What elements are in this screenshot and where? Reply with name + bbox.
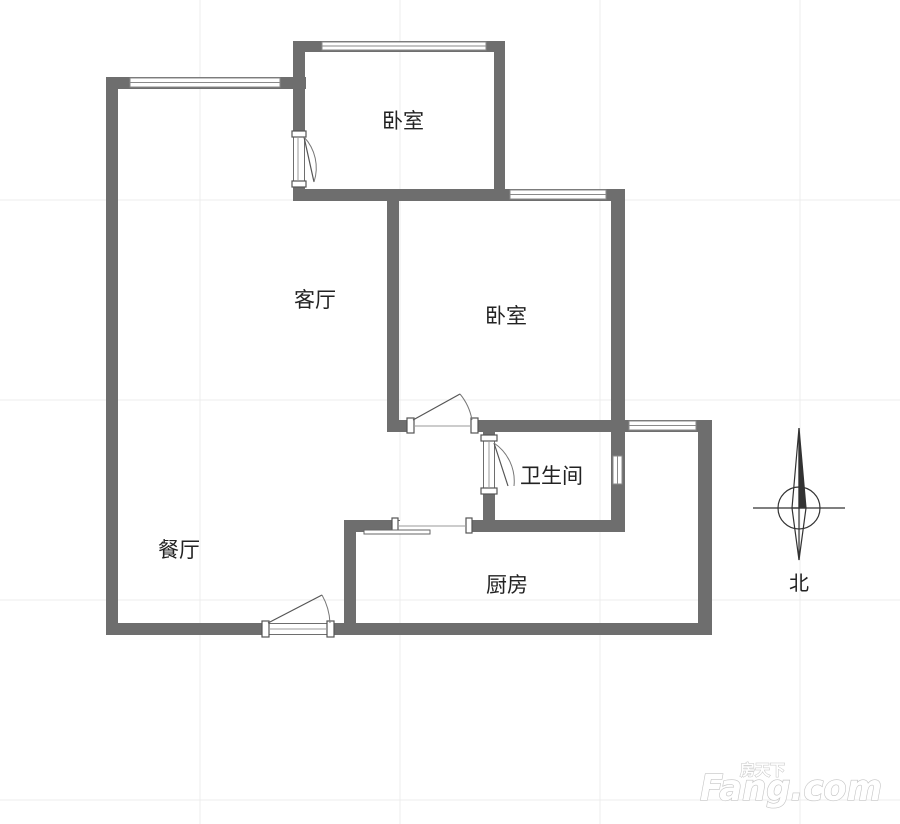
- wall-bedroom1-east: [494, 41, 505, 199]
- wall-bedroom2-east: [611, 189, 625, 532]
- door-bedroom2: [406, 393, 479, 434]
- windows: [129, 41, 697, 485]
- room-label-bedroom-north: 卧室: [382, 109, 424, 133]
- window-bathroom-east: [612, 455, 623, 485]
- window-living-north: [129, 77, 281, 88]
- room-label-bedroom-middle: 卧室: [485, 304, 527, 328]
- wall-bedroom2-south-right: [472, 420, 625, 432]
- door-entrance: [261, 594, 335, 638]
- window-bedroom2-north: [509, 189, 607, 200]
- room-label-kitchen: 厨房: [486, 573, 528, 597]
- door-bedroom1: [291, 130, 317, 188]
- wall-bedroom2-west: [387, 189, 399, 432]
- watermark-brand-en: Fang.com: [700, 768, 882, 809]
- doors: [261, 130, 515, 638]
- wall-kitchen-west: [344, 520, 356, 635]
- north-label: 北: [789, 571, 809, 595]
- door-bathroom: [480, 434, 515, 495]
- wall-west: [106, 77, 118, 635]
- room-label-bathroom: 卫生间: [520, 464, 583, 488]
- watermark-logo: 房天下 Fang.com: [699, 761, 882, 810]
- room-label-living-room: 客厅: [294, 288, 336, 312]
- wall-kitchen-east: [698, 420, 712, 635]
- door-kitchen-sliding: [363, 517, 473, 535]
- wall-bathroom-south: [468, 520, 625, 532]
- window-bedroom1-north: [321, 41, 487, 51]
- room-label-dining-room: 餐厅: [158, 538, 200, 562]
- watermark-brand-cn: 房天下: [740, 761, 785, 779]
- wall-south-kitchen: [330, 623, 712, 635]
- room-labels: 卧室 客厅 卧室 卫生间 餐厅 厨房: [158, 109, 583, 597]
- compass-icon: [753, 427, 845, 561]
- window-kitchen-north: [628, 420, 697, 431]
- wall-kitchen-north-left: [344, 520, 400, 532]
